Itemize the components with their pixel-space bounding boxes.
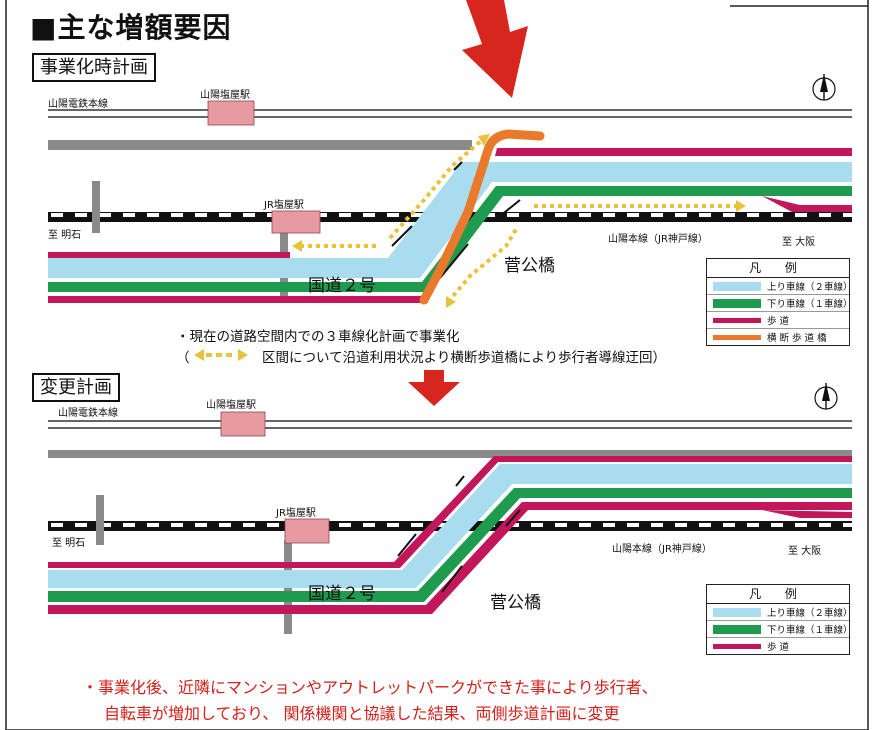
legend-row: 下り車線（１車線） [707,295,853,312]
footer-note-2: 自転車が増加しており、 関係機関と協議した結果、両側歩道計画に変更 [104,704,620,723]
page-title: ■主な増額要因 [30,11,232,44]
note-line-1: ・現在の道路空間内での３車線化計画で事業化 [176,329,460,345]
sanyo-line-label: 山陽電鉄本線 [48,99,108,110]
jr-station-label: JR塩屋駅 [276,508,316,519]
to-akashi-label: 至 明石 [52,538,86,549]
legend-header: 凡 例 [707,259,849,278]
lane-down-swatch [713,624,761,634]
section2-graphic [48,383,852,634]
legend-label: 下り車線（１車線） [767,625,853,636]
section-label-initial-plan: 事業化時計画 [32,53,156,82]
legend-row: 歩 道 [707,312,849,329]
legend-row: 歩 道 [707,638,849,654]
big-red-arrow-top [462,0,528,98]
jr-line-label: 山陽本線（JR神戸線） [608,234,708,245]
sanyo-line-label: 山陽電鉄本線 [58,408,118,419]
lane-up-swatch [713,607,761,617]
jr-station-label: JR塩屋駅 [264,200,304,211]
pedestrian-bridge-swatch [713,334,761,340]
legend-revised: 凡 例 上り車線（２車線） 下り車線（１車線） 歩 道 [706,584,853,655]
bridge-label: 菅公橋 [490,593,541,613]
section1-graphic [48,74,852,361]
road-label: 国道２号 [308,584,376,604]
legend-row: 横 断 歩 道 橋 [707,329,849,345]
to-osaka-label: 至 大阪 [782,237,816,248]
legend-label: 上り車線（２車線） [767,608,853,619]
lane-down-swatch [713,298,761,308]
legend-label: 歩 道 [767,642,790,653]
section-label-revised-plan: 変更計画 [32,373,120,402]
big-red-arrow-middle [408,370,460,406]
to-osaka-label: 至 大阪 [788,546,822,557]
jr-line-label: 山陽本線（JR神戸線） [612,544,712,555]
legend-initial: 凡 例 上り車線（２車線） 下り車線（１車線） 歩 道 横 断 歩 道 橋 [706,258,853,346]
sanyo-station-label: 山陽塩屋駅 [200,90,250,101]
legend-label: 横 断 歩 道 橋 [767,333,827,344]
legend-row: 上り車線（２車線） [707,278,853,295]
legend-label: 上り車線（２車線） [767,282,853,293]
lane-up-swatch [713,281,761,291]
legend-row: 下り車線（１車線） [707,621,853,638]
sidewalk-swatch [713,643,761,649]
legend-header: 凡 例 [707,585,849,604]
sanyo-station-label: 山陽塩屋駅 [206,400,256,411]
legend-label: 下り車線（１車線） [767,299,853,310]
bridge-label: 菅公橋 [504,256,555,276]
legend-row: 上り車線（２車線） [707,604,853,621]
sidewalk-swatch [713,317,761,323]
road-label: 国道２号 [308,276,376,296]
note-line-2: 区間について沿道利用状況より横断歩道橋により歩行者導線迂回） [262,350,667,366]
legend-label: 歩 道 [767,316,790,327]
to-akashi-label: 至 明石 [48,230,82,241]
note-open-paren: （ [176,350,190,366]
footer-note-1: ・事業化後、近隣にマンションやアウトレットパークができた事により歩行者、 [82,678,658,697]
